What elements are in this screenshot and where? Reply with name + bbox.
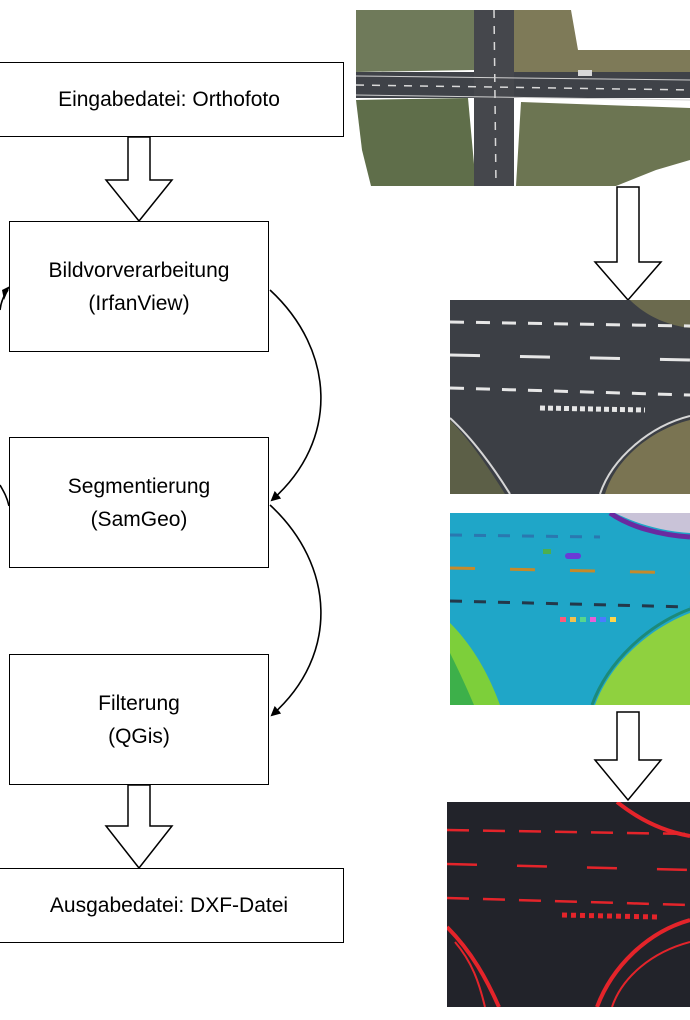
input-box: Eingabedatei: Orthofoto — [0, 62, 344, 137]
segment-title: Segmentierung — [67, 474, 211, 498]
arrow-filter-to-output — [104, 784, 174, 870]
preprocess-title: Bildvorverarbeitung — [48, 258, 230, 282]
preprocessed-image — [450, 300, 690, 494]
segment-box: Segmentierung (SamGeo) — [9, 437, 269, 568]
segmentation-image — [450, 513, 690, 705]
orthophoto-image — [356, 10, 690, 186]
arrow-input-to-preprocess — [104, 136, 174, 223]
arrowhead-left-edge-top — [2, 286, 10, 300]
curve-preprocess-to-segment — [269, 289, 322, 502]
curve-segment-to-filter — [269, 504, 322, 717]
filter-title: Filterung — [98, 691, 180, 715]
preprocess-box: Bildvorverarbeitung (IrfanView) — [9, 221, 269, 352]
preprocess-tool: (IrfanView) — [88, 291, 190, 315]
dxf-output-image — [447, 802, 690, 1007]
output-label: Ausgabedatei: DXF-Datei — [49, 894, 289, 917]
filter-box: Filterung (QGis) — [9, 654, 269, 785]
arrow-photo-to-crop — [593, 186, 663, 302]
filter-tool: (QGis) — [108, 724, 170, 748]
output-box: Ausgabedatei: DXF-Datei — [0, 868, 344, 943]
segment-tool: (SamGeo) — [90, 507, 188, 531]
arrow-segment-to-dxf — [593, 711, 663, 802]
input-label: Eingabedatei: Orthofoto — [58, 88, 280, 111]
curve-left-edge-bottom — [0, 484, 10, 507]
